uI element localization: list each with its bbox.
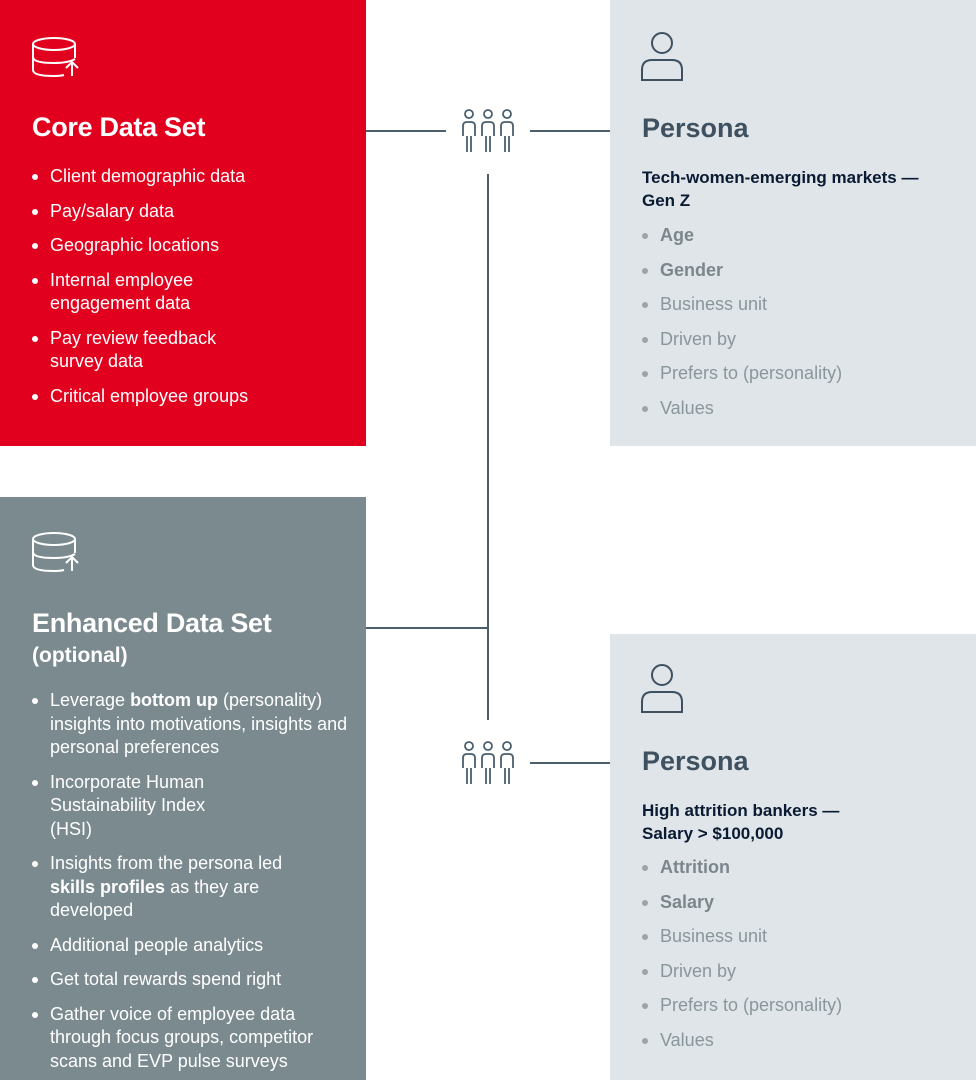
enhanced-list: Leverage bottom up (personality) insight… <box>32 689 350 1084</box>
list-item: Additional people analytics <box>32 934 350 958</box>
list-item: Geographic locations <box>32 234 352 258</box>
list-item: Leverage bottom up (personality) insight… <box>32 689 350 760</box>
list-item: Values <box>642 1029 962 1053</box>
persona-box-gen-z: Persona Tech-women-emerging markets — Ge… <box>610 0 976 446</box>
list-item: Prefers to (personality) <box>642 994 962 1018</box>
list-item: Internal employee engagement data <box>32 269 250 316</box>
core-list: Client demographic data Pay/salary data … <box>32 165 352 419</box>
list-item: Values <box>642 397 962 421</box>
list-item: Attrition <box>642 856 962 880</box>
list-item: Age <box>642 224 962 248</box>
list-item: Business unit <box>642 925 962 949</box>
enhanced-title: Enhanced Data Set <box>32 608 272 638</box>
connector-vertical <box>487 174 489 720</box>
list-item: Pay/salary data <box>32 200 352 224</box>
list-item: Driven by <box>642 960 962 984</box>
list-item: Gather voice of employee data through fo… <box>32 1003 350 1074</box>
list-item: Gender <box>642 259 962 283</box>
database-upload-icon <box>32 532 79 573</box>
persona-attributes: Attrition Salary Business unit Driven by… <box>642 856 962 1063</box>
list-item: Pay review feedback survey data <box>32 327 265 374</box>
list-item: Salary <box>642 891 962 915</box>
person-icon <box>641 32 683 81</box>
enhanced-subtitle: (optional) <box>32 644 128 667</box>
persona-box-high-attrition: Persona High attrition bankers — Salary … <box>610 634 976 1080</box>
list-item: Business unit <box>642 293 962 317</box>
person-icon <box>641 664 683 713</box>
list-item: Get total rewards spend right <box>32 968 350 992</box>
persona-subtitle: High attrition bankers — Salary > $100,0… <box>642 801 840 843</box>
connector-enhanced-to-vertical <box>366 627 488 629</box>
connector-group2-to-persona2 <box>530 762 610 764</box>
list-item: Driven by <box>642 328 962 352</box>
connector-group1-to-persona1 <box>530 130 610 132</box>
list-item: Client demographic data <box>32 165 352 189</box>
persona-subtitle: Tech-women-emerging markets — Gen Z <box>642 168 919 210</box>
list-item: Incorporate Human Sustainability Index (… <box>32 771 250 842</box>
people-group-icon <box>462 741 514 784</box>
persona-title: Persona <box>642 746 749 776</box>
connector-core-to-group1 <box>366 130 446 132</box>
list-item: Prefers to (personality) <box>642 362 962 386</box>
persona-title: Persona <box>642 113 749 143</box>
list-item: Insights from the persona led skills pro… <box>32 852 300 923</box>
people-group-icon <box>462 109 514 152</box>
core-title: Core Data Set <box>32 112 206 142</box>
database-upload-icon <box>32 37 79 78</box>
enhanced-data-set-box: Enhanced Data Set (optional) Leverage bo… <box>0 497 366 1080</box>
persona-attributes: Age Gender Business unit Driven by Prefe… <box>642 224 962 431</box>
core-data-set-box: Core Data Set Client demographic data Pa… <box>0 0 366 446</box>
list-item: Critical employee groups <box>32 385 352 409</box>
